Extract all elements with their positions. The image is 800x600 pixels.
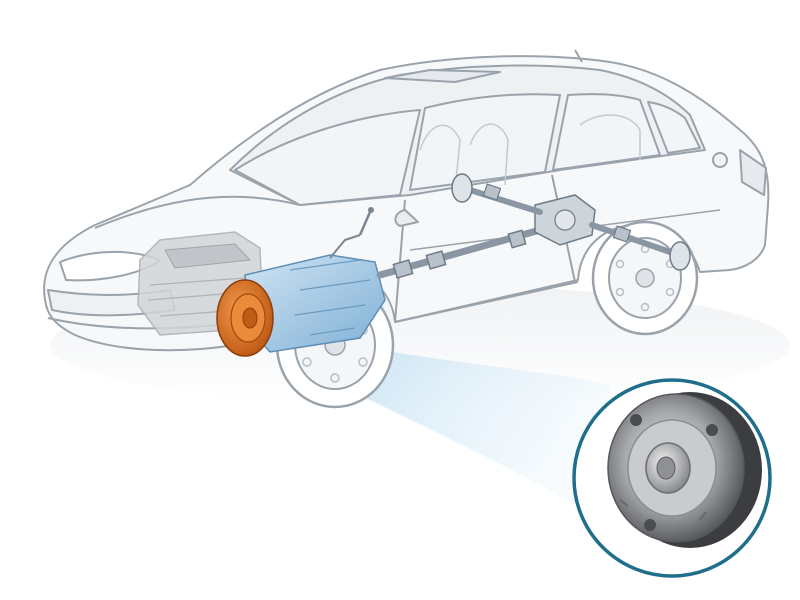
rear-wheel: [591, 220, 699, 336]
torque-converter-highlight: [216, 279, 274, 357]
torque-converter-closeup: [607, 392, 762, 548]
torque-converter-callout: [572, 378, 772, 578]
driveshaft: [376, 226, 544, 279]
rear-differential: [534, 194, 596, 246]
callout-beam: [320, 330, 610, 520]
rear-axle: [451, 173, 691, 271]
seats: [419, 114, 641, 191]
